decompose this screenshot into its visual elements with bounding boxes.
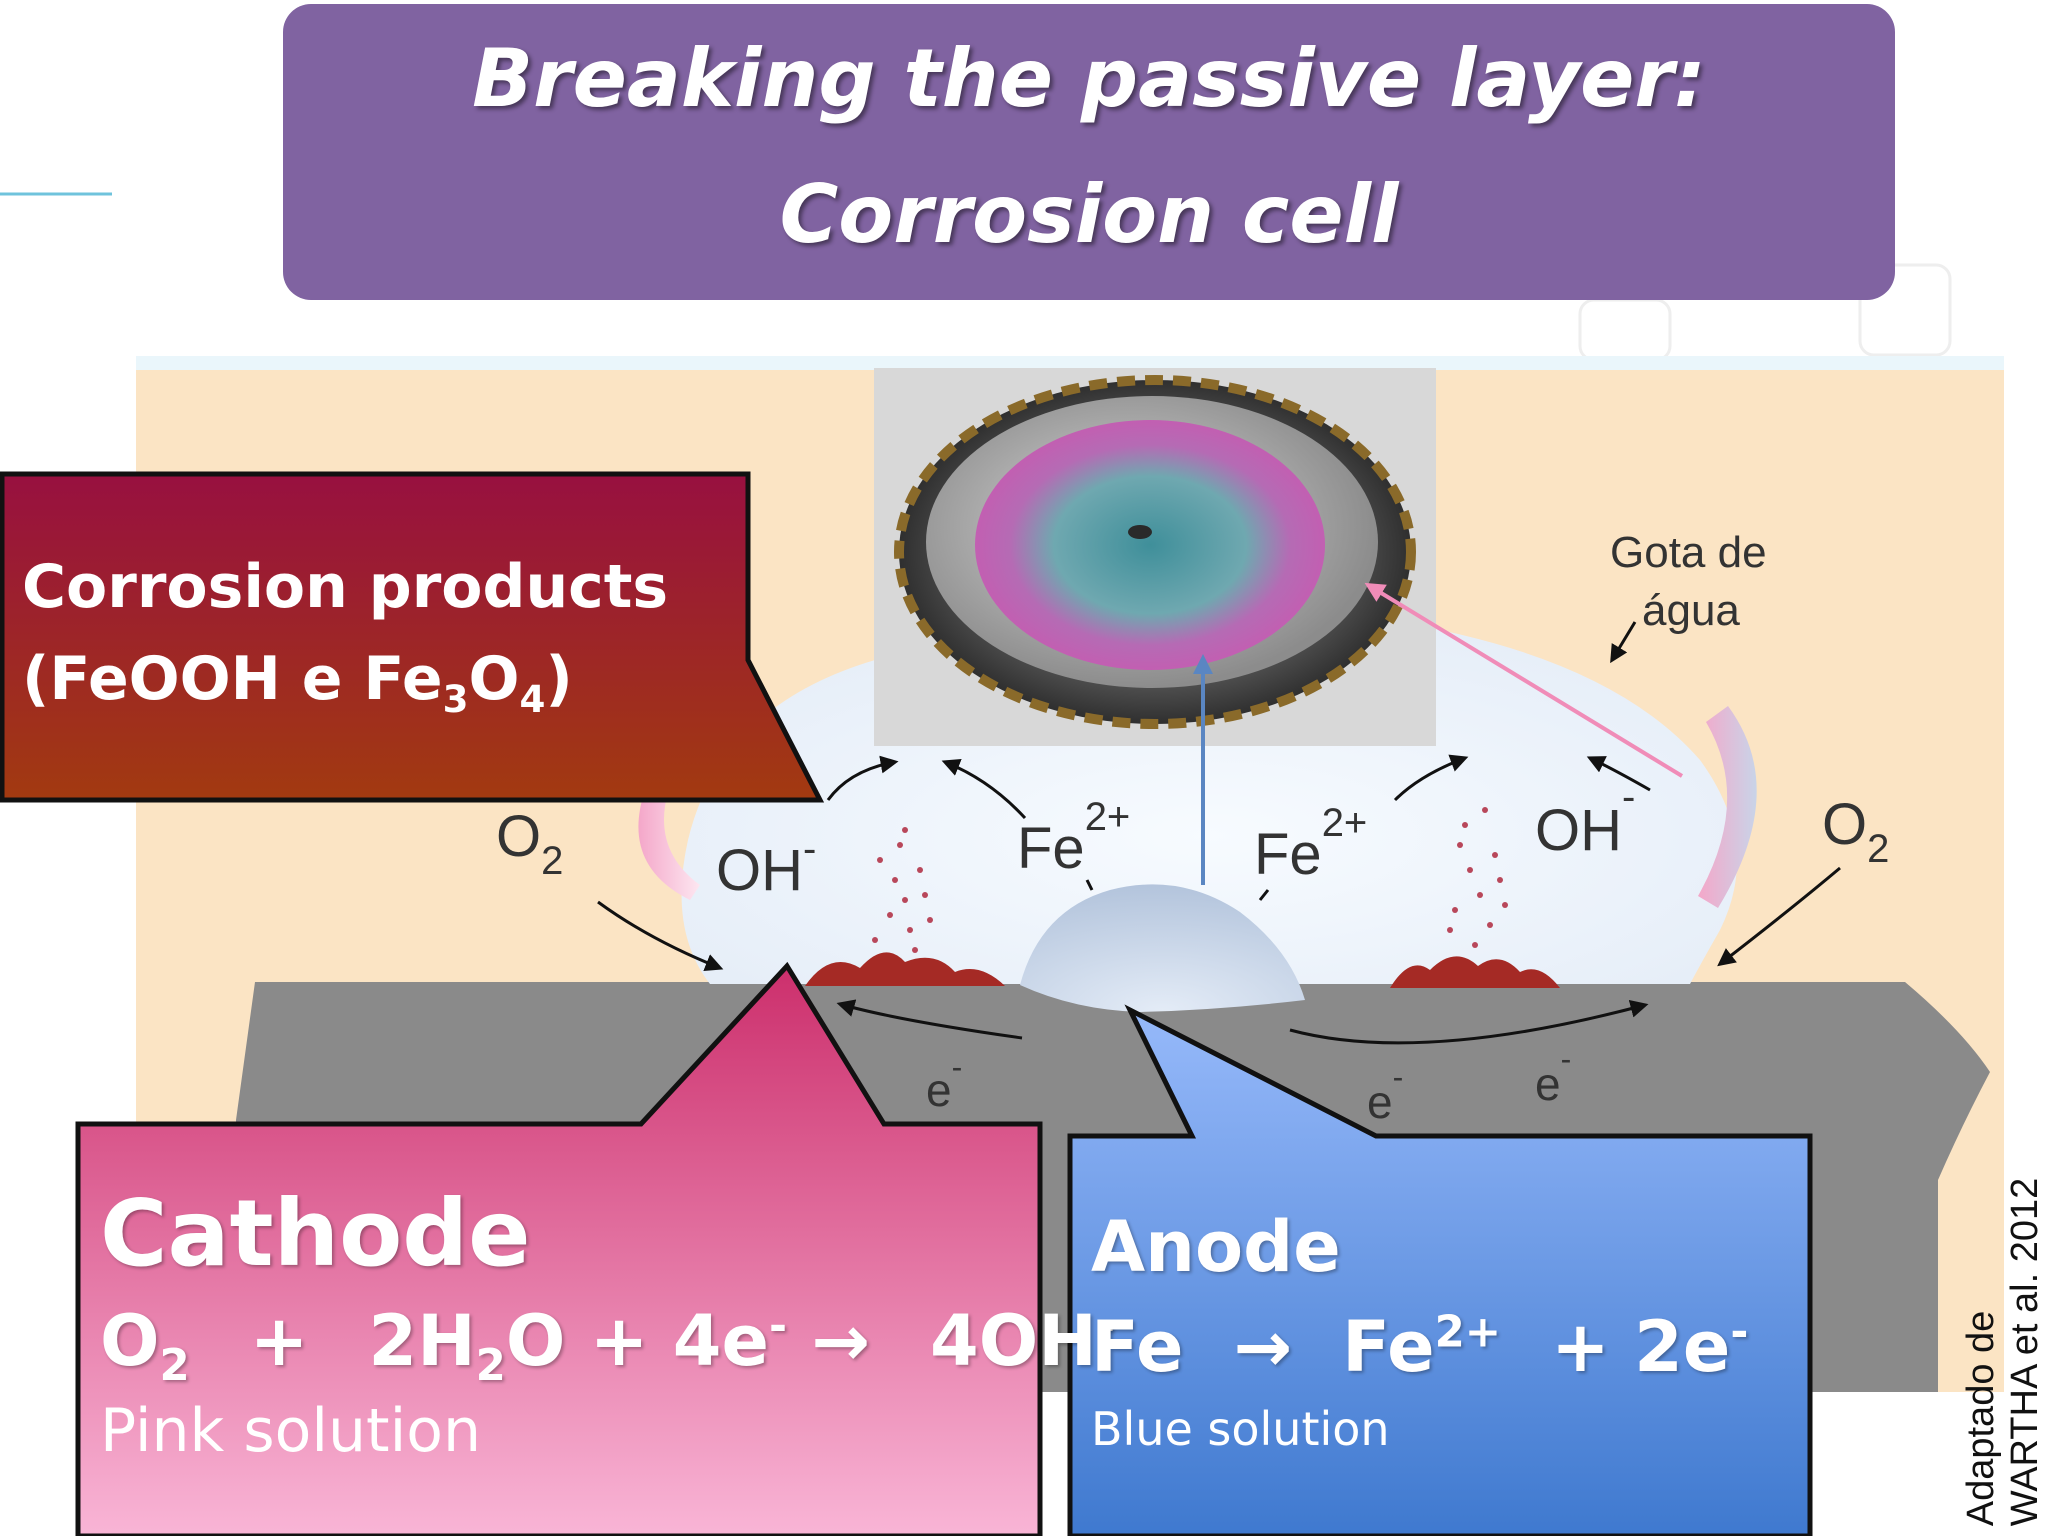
electron-label-1: e-: [926, 1049, 962, 1116]
electron-label-3: e-: [1535, 1041, 1571, 1110]
decorative-shape: [1858, 263, 1952, 357]
oh-left-label: OH-: [716, 827, 816, 903]
anode-callout: [1067, 1004, 1813, 1536]
anode-region: [1020, 884, 1305, 1012]
o2-left-label: O2: [496, 804, 563, 883]
corrosion-deposit-right: [1390, 956, 1560, 988]
credit-line-1: Adaptado de: [1960, 1310, 2002, 1527]
electron-label-2: e-: [1367, 1059, 1403, 1128]
pink-arc-right: [1698, 706, 1757, 908]
corrosion-products-callout: [0, 471, 825, 803]
corrosion-products-title: Corrosion products: [22, 552, 669, 622]
corrosion-particles: [872, 807, 1508, 953]
title-line-2: Corrosion cell: [779, 168, 1399, 261]
bottle-cap: [894, 375, 1416, 729]
credit-line-2: WARTHA et al. 2012: [2004, 1177, 2046, 1527]
anode-equation: Fe→Fe2++ 2e-: [1091, 1306, 1749, 1388]
cathode-equation: O2+2H2O + 4e- →4OH-: [100, 1300, 1115, 1391]
panel-top-strip: [136, 356, 2004, 370]
corrosion-products-formula: (FeOOH e Fe3O4): [22, 644, 573, 721]
source-credit: Adaptado de WARTHA et al. 2012: [1958, 1165, 2048, 1540]
title-line-1: Breaking the passive layer:: [472, 32, 1706, 125]
water-drop-label: Gota de água: [1610, 524, 1767, 640]
fe-right-label: Fe2+: [1254, 801, 1367, 887]
corrosion-deposit-left: [805, 952, 1005, 986]
anode-title: Anode: [1091, 1206, 1341, 1288]
cathode-subtitle: Pink solution: [100, 1396, 481, 1466]
title-banner: Breaking the passive layer: Corrosion ce…: [283, 4, 1895, 300]
anode-subtitle: Blue solution: [1091, 1402, 1390, 1456]
o2-right-label: O2: [1822, 792, 1889, 871]
water-drop-label-line-1: Gota de: [1610, 528, 1767, 577]
cathode-title: Cathode: [100, 1180, 531, 1287]
cathode-callout: [75, 961, 1043, 1536]
decorative-shape: [1578, 298, 1672, 362]
pink-arc-left: [638, 790, 700, 900]
fe-left-label: Fe2+: [1017, 795, 1130, 881]
pink-solution-pointer: [1364, 582, 1684, 778]
oh-right-label: OH-: [1535, 775, 1635, 863]
water-drop-label-line-2: água: [1642, 586, 1740, 635]
reaction-arrows: [597, 621, 1841, 1045]
